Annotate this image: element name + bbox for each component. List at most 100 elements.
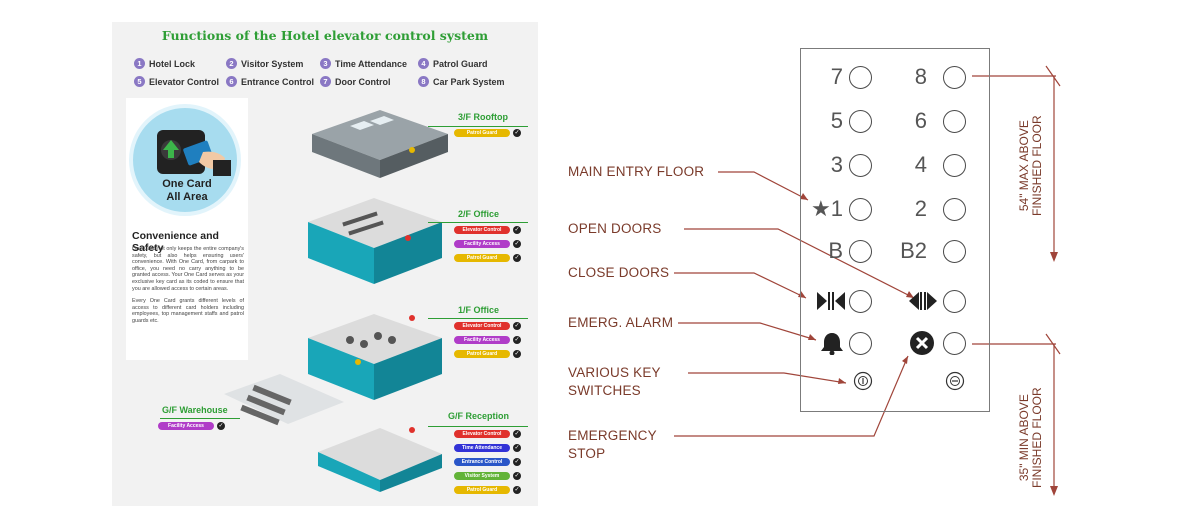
- floor-button-label: 4: [914, 152, 927, 177]
- floor-button-label: ★1: [811, 196, 843, 221]
- card-reader-illustration: [129, 104, 241, 216]
- building-illustration: [224, 110, 448, 492]
- emergency-alarm-button[interactable]: [849, 332, 872, 355]
- card-heading: Convenience and Safety: [132, 230, 219, 254]
- open-doors-button[interactable]: [943, 290, 966, 313]
- badge-elevator-control: Elevator Control: [454, 430, 510, 438]
- floor-button-2[interactable]: [943, 198, 966, 221]
- number-badge: 7: [320, 76, 331, 87]
- function-label: Entrance Control: [241, 76, 315, 87]
- floor-label-rooftop: 3/F Rooftop: [458, 112, 508, 122]
- number-badge: 2: [226, 58, 237, 69]
- badge-elevator-control: Elevator Control: [454, 322, 510, 330]
- card-slogan-line2: All Area: [166, 191, 208, 203]
- callout-stop: STOP: [568, 446, 606, 461]
- floor-leader-line: [428, 426, 528, 427]
- check-icon: ✓: [513, 240, 521, 248]
- elevator-button-panel: 7 8 5 6 3 4 ★1 2 B B2: [800, 48, 990, 412]
- number-badge: 3: [320, 58, 331, 69]
- floor-label-warehouse: G/F Warehouse: [162, 405, 228, 415]
- hotel-infographic: Functions of the Hotel elevator control …: [112, 22, 538, 506]
- floor-leader-line: [428, 126, 528, 127]
- floor-button-b2[interactable]: [943, 240, 966, 263]
- floor-button-label: B: [828, 238, 843, 263]
- check-icon: ✓: [217, 422, 225, 430]
- function-item: 4 Patrol Guard: [418, 56, 488, 71]
- floor-button-7[interactable]: [849, 66, 872, 89]
- function-label: Visitor System: [241, 58, 304, 69]
- key-switch-icon[interactable]: [853, 371, 873, 391]
- floor-button-label: 6: [914, 108, 927, 133]
- check-icon: ✓: [513, 254, 521, 262]
- check-icon: ✓: [513, 486, 521, 494]
- badge-patrol-guard: Patrol Guard: [454, 350, 510, 358]
- dimension-top: 54" MAX ABOVE FINISHED FLOOR: [1017, 115, 1044, 216]
- floor-leader-line: [428, 318, 528, 319]
- office-2f-block: [308, 198, 442, 284]
- check-icon: ✓: [513, 129, 521, 137]
- floor-button-label: 2: [914, 196, 927, 221]
- floor-button-label: 3: [830, 152, 843, 177]
- badge-facility-access: Facility Access: [454, 336, 510, 344]
- emergency-stop-button[interactable]: [943, 332, 966, 355]
- warehouse-block: [224, 374, 344, 426]
- function-item: 6 Entrance Control: [226, 74, 314, 89]
- badge-patrol-guard: Patrol Guard: [454, 486, 510, 494]
- function-label: Hotel Lock: [149, 58, 196, 69]
- one-card-panel: One Card All Area Convenience and Safety…: [126, 98, 248, 360]
- floor-label-reception: G/F Reception: [448, 411, 510, 421]
- function-item: 2 Visitor System: [226, 56, 303, 71]
- callout-close-doors: CLOSE DOORS: [568, 265, 670, 280]
- check-icon: ✓: [513, 336, 521, 344]
- floor-label-office-2f: 2/F Office: [458, 209, 500, 219]
- number-badge: 6: [226, 76, 237, 87]
- function-label: Door Control: [335, 76, 391, 87]
- number-badge: 4: [418, 58, 429, 69]
- floor-button-3[interactable]: [849, 154, 872, 177]
- floor-button-b[interactable]: [849, 240, 872, 263]
- callout-open-doors: OPEN DOORS: [568, 221, 662, 236]
- floor-button-label: 8: [914, 64, 927, 89]
- callout-main-entry-floor: MAIN ENTRY FLOOR: [568, 164, 705, 179]
- callout-emerg-alarm: EMERG. ALARM: [568, 315, 674, 330]
- check-icon: ✓: [513, 458, 521, 466]
- key-switch-icon[interactable]: [945, 371, 965, 391]
- card-description: One Card not only keeps the entire compa…: [132, 246, 244, 325]
- card-paragraph-1: One Card not only keeps the entire compa…: [132, 246, 244, 292]
- elevator-panel-diagram: 7 8 5 6 3 4 ★1 2 B B2: [556, 40, 1086, 510]
- floor-button-4[interactable]: [943, 154, 966, 177]
- infographic-title: Functions of the Hotel elevator control …: [161, 28, 489, 43]
- badge-patrol-guard: Patrol Guard: [454, 254, 510, 262]
- badge-elevator-control: Elevator Control: [454, 226, 510, 234]
- badge-time-attendance: Time Attendance: [454, 444, 510, 452]
- check-icon: ✓: [513, 472, 521, 480]
- badge-entrance-control: Entrance Control: [454, 458, 510, 466]
- floor-button-8[interactable]: [943, 66, 966, 89]
- callout-various-key: VARIOUS KEY: [568, 365, 661, 380]
- function-item: 3 Time Attendance: [320, 56, 407, 71]
- floor-button-label: B2: [900, 238, 927, 263]
- floor-button-label: 7: [830, 64, 843, 89]
- function-label: Time Attendance: [335, 58, 408, 69]
- badge-patrol-guard: Patrol Guard: [454, 129, 510, 137]
- dimension-bottom-line2: FINISHED FLOOR: [1030, 387, 1044, 488]
- open-doors-icon: [909, 292, 937, 310]
- floor-button-6[interactable]: [943, 110, 966, 133]
- function-label: Patrol Guard: [433, 58, 488, 69]
- floor-button-5[interactable]: [849, 110, 872, 133]
- badge-visitor-system: Visitor System: [454, 472, 510, 480]
- card-slogan: One Card All Area: [126, 178, 248, 204]
- floor-button-label: 5: [830, 108, 843, 133]
- floor-leader-line: [160, 418, 240, 419]
- rooftop-block: [312, 110, 448, 178]
- bell-icon: [821, 333, 843, 355]
- check-icon: ✓: [513, 226, 521, 234]
- check-icon: ✓: [513, 444, 521, 452]
- close-doors-button[interactable]: [849, 290, 872, 313]
- check-icon: ✓: [513, 350, 521, 358]
- floor-button-1[interactable]: [849, 198, 872, 221]
- floor-leader-line: [428, 222, 528, 223]
- floor-label-office-1f: 1/F Office: [458, 305, 500, 315]
